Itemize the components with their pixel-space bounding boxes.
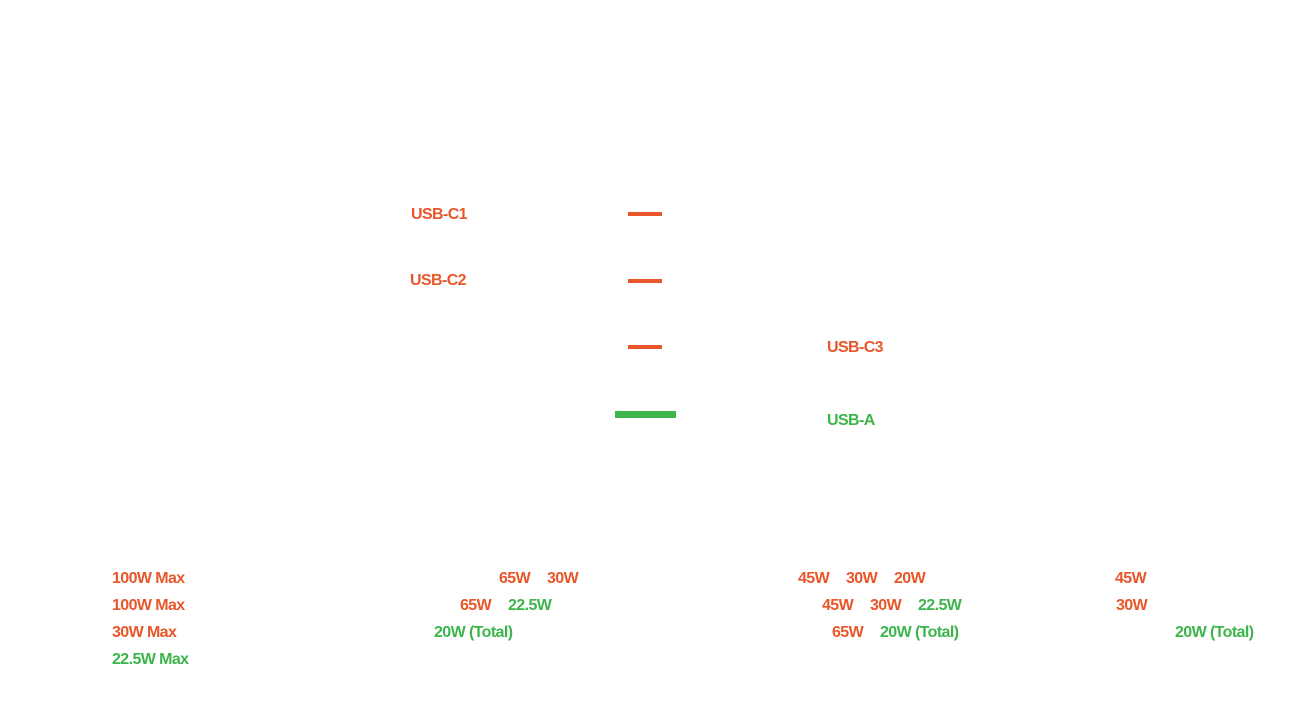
usb-c2-port-icon [628, 279, 662, 283]
usb-c3-port-icon [628, 345, 662, 349]
config3-row2-value2: 30W [870, 597, 902, 614]
port-label-usb-c1: USB-C1 [411, 206, 468, 223]
config1-row2-value: 100W Max [112, 597, 185, 614]
config2-row2-value1: 65W [460, 597, 492, 614]
config4-row1-value: 45W [1115, 570, 1147, 587]
config2-row3-value1: 20W (Total) [434, 624, 513, 641]
port-label-usb-c2: USB-C2 [410, 272, 467, 289]
config3-row1-value2: 30W [846, 570, 878, 587]
config3-row1-value1: 45W [798, 570, 830, 587]
config1-row4-value: 22.5W Max [112, 651, 189, 668]
usb-a-port-icon [615, 411, 676, 418]
config3-row3-value2: 20W (Total) [880, 624, 959, 641]
port-label-usb-c3: USB-C3 [827, 339, 884, 356]
config4-row2-value: 30W [1116, 597, 1148, 614]
config3-row2-value3: 22.5W [918, 597, 962, 614]
config3-row2-value1: 45W [822, 597, 854, 614]
config3-row3-value1: 65W [832, 624, 864, 641]
config1-row1-value: 100W Max [112, 570, 185, 587]
config2-row1-value1: 65W [499, 570, 531, 587]
config3-row1-value3: 20W [894, 570, 926, 587]
config2-row2-value2: 22.5W [508, 597, 552, 614]
config1-row3-value: 30W Max [112, 624, 177, 641]
port-label-usb-a: USB-A [827, 412, 875, 429]
config2-row1-value2: 30W [547, 570, 579, 587]
config4-row3-value: 20W (Total) [1175, 624, 1254, 641]
usb-c1-port-icon [628, 212, 662, 216]
